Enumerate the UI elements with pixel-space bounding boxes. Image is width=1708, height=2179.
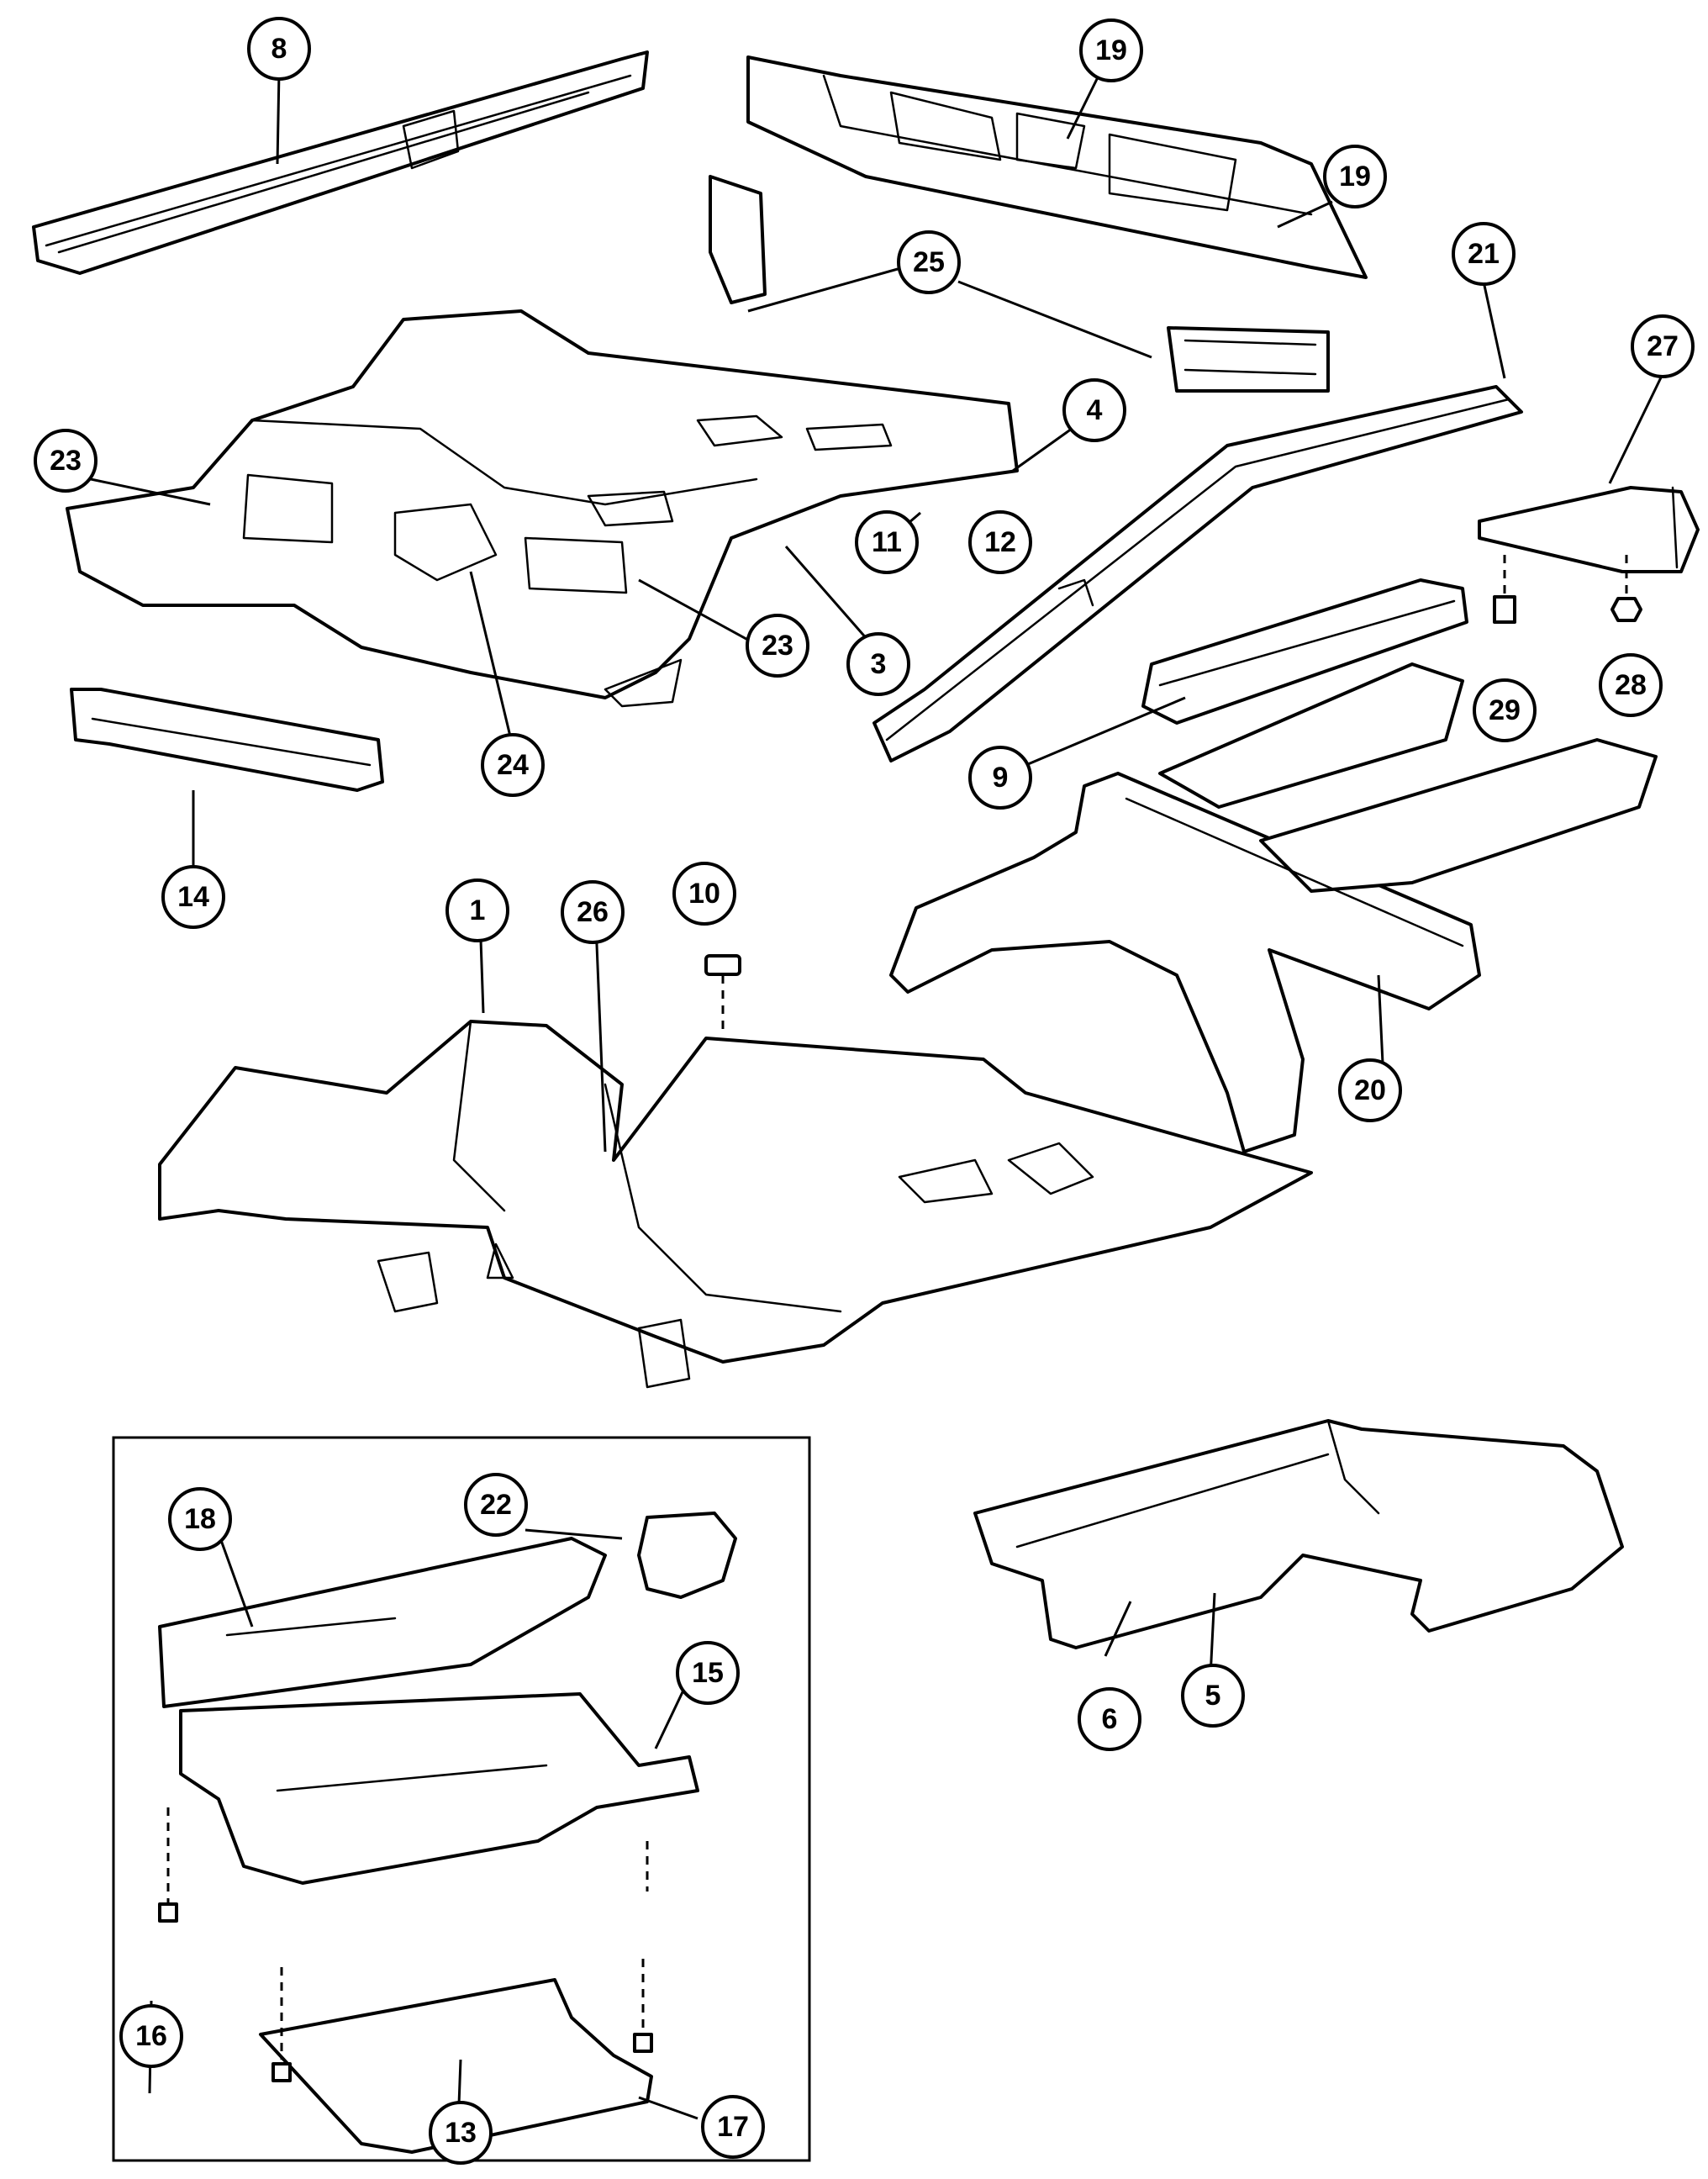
svg-text:29: 29	[1489, 694, 1521, 726]
part-14-crossmember	[70, 688, 384, 792]
svg-text:10: 10	[688, 878, 720, 910]
svg-text:12: 12	[984, 526, 1016, 558]
callout-23: 23	[746, 614, 809, 678]
svg-text:23: 23	[50, 445, 82, 477]
callout-25: 25	[897, 230, 961, 294]
callout-20: 20	[1338, 1058, 1402, 1122]
callout-16: 16	[119, 2004, 183, 2068]
callout-4: 4	[1062, 378, 1126, 442]
part-20-crossmember	[889, 662, 1658, 1153]
callout-21: 21	[1452, 222, 1516, 286]
callout-3: 3	[846, 632, 910, 696]
callout-19: 19	[1079, 18, 1143, 82]
callout-5: 5	[1181, 1664, 1245, 1728]
part-19-rear-panel	[746, 55, 1368, 279]
svg-text:16: 16	[135, 2020, 167, 2052]
svg-text:4: 4	[1087, 394, 1103, 426]
callout-23: 23	[34, 429, 98, 493]
callout-19: 19	[1323, 145, 1387, 208]
fasteners-28-29	[1493, 555, 1642, 624]
callout-11: 11	[855, 510, 919, 574]
callout-12: 12	[968, 510, 1032, 574]
svg-text:19: 19	[1095, 34, 1127, 66]
part-22-bracket	[637, 1512, 737, 1599]
rear-floor-pan	[66, 309, 1019, 708]
svg-text:25: 25	[913, 246, 945, 278]
callout-13: 13	[429, 2101, 493, 2165]
callout-24: 24	[481, 733, 545, 797]
svg-text:18: 18	[184, 1503, 216, 1535]
svg-text:28: 28	[1615, 669, 1647, 701]
callout-8: 8	[247, 17, 311, 81]
screws-16-17	[158, 1807, 653, 2082]
callout-10: 10	[672, 862, 736, 926]
callout-26: 26	[561, 880, 625, 944]
svg-text:17: 17	[717, 2111, 749, 2143]
part-1-front-floor-pan	[158, 1020, 1313, 1389]
part-5-6-front-rail	[973, 1419, 1624, 1649]
part-9-rail	[1141, 578, 1468, 725]
callout-29: 29	[1473, 678, 1537, 742]
svg-text:24: 24	[497, 749, 529, 781]
svg-text:11: 11	[872, 526, 902, 558]
svg-text:19: 19	[1339, 161, 1371, 193]
svg-text:27: 27	[1647, 330, 1679, 362]
svg-text:13: 13	[445, 2117, 477, 2149]
part-18-seat-crossmember	[158, 1537, 607, 1708]
callout-28: 28	[1599, 653, 1663, 717]
svg-text:14: 14	[177, 881, 209, 913]
svg-text:15: 15	[692, 1657, 724, 1689]
part-27-gusset	[1478, 486, 1700, 573]
svg-text:5: 5	[1205, 1680, 1221, 1712]
part-21-side-rail	[872, 385, 1523, 762]
callout-14: 14	[161, 865, 225, 929]
part-25-brackets	[709, 175, 1330, 393]
callout-17: 17	[701, 2095, 765, 2159]
svg-text:1: 1	[470, 894, 486, 926]
callout-9: 9	[968, 746, 1032, 810]
part-8-sill-rail	[32, 50, 649, 275]
svg-text:20: 20	[1354, 1074, 1386, 1106]
svg-text:8: 8	[271, 33, 287, 65]
callout-15: 15	[676, 1641, 740, 1705]
callout-1: 1	[445, 878, 509, 942]
svg-text:21: 21	[1468, 238, 1500, 270]
part-13-cover-plate	[259, 1978, 653, 2154]
callout-27: 27	[1631, 314, 1695, 378]
svg-text:22: 22	[480, 1489, 512, 1521]
callout-6: 6	[1078, 1687, 1141, 1751]
svg-text:3: 3	[871, 648, 887, 680]
callout-18: 18	[168, 1487, 232, 1551]
part-15-seat-pan	[179, 1692, 699, 1885]
svg-text:9: 9	[993, 762, 1009, 794]
svg-text:26: 26	[577, 896, 609, 928]
callout-22: 22	[464, 1473, 528, 1537]
svg-text:6: 6	[1102, 1703, 1118, 1735]
part-10-plug	[704, 954, 741, 1034]
svg-text:23: 23	[762, 630, 793, 662]
